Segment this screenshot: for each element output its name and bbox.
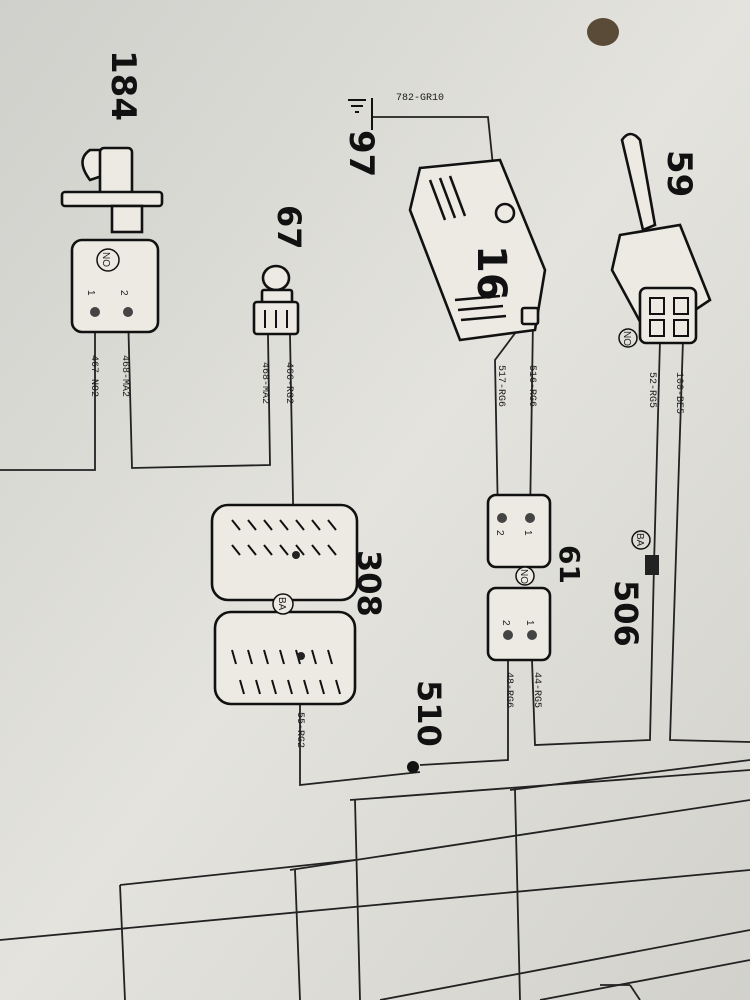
svg-text:1: 1 xyxy=(522,530,533,536)
svg-text:NO: NO xyxy=(100,252,111,267)
component-61: 2 1 2 1 NO 61 48-RG6 44-RG5 xyxy=(486,493,586,708)
wire-label-467: 467-NO2 xyxy=(88,355,99,397)
wire-label-44: 44-RG5 xyxy=(531,672,542,708)
svg-text:2: 2 xyxy=(494,530,505,536)
svg-text:NO: NO xyxy=(518,569,529,584)
wire-516 xyxy=(529,319,534,521)
connector-184 xyxy=(70,238,160,334)
svg-text:2: 2 xyxy=(500,620,511,626)
wire-label-55: 55-RG2 xyxy=(294,712,305,748)
component-506: BA 506 xyxy=(607,530,659,647)
wire-48 xyxy=(419,655,509,766)
svg-text:BA: BA xyxy=(634,533,645,547)
label-61: 61 xyxy=(553,545,586,584)
wire-label-466: 466-RG2 xyxy=(283,362,294,404)
wires xyxy=(0,116,750,1000)
svg-text:NO: NO xyxy=(621,331,632,346)
svg-text:2: 2 xyxy=(118,290,129,296)
label-97: 97 xyxy=(341,130,381,177)
connector-61-upper xyxy=(486,493,552,569)
label-506: 506 xyxy=(607,580,645,647)
label-308: 308 xyxy=(350,550,388,617)
component-97: 97 782-GR10 xyxy=(341,93,444,177)
wire-label-468b: 468-MA2 xyxy=(259,362,270,404)
wire-label-517: 517-RG6 xyxy=(495,365,506,407)
component-16: 16 517-RG6 516-RG6 xyxy=(408,158,547,407)
bolt-icon xyxy=(494,202,516,224)
component-308: BA 308 55-RG2 xyxy=(210,503,388,748)
wire-100 xyxy=(669,339,750,743)
svg-text:1: 1 xyxy=(85,290,96,296)
label-184: 184 xyxy=(103,50,143,121)
lamp-bulb-icon xyxy=(261,264,291,292)
label-67: 67 xyxy=(270,205,308,250)
svg-text:BA: BA xyxy=(276,597,287,611)
wire-label-48: 48-RG6 xyxy=(503,672,514,708)
label-16: 16 xyxy=(468,245,514,301)
switch-body-icon xyxy=(98,146,134,198)
splice-506-icon xyxy=(645,555,659,575)
switch-stem-icon xyxy=(110,204,144,234)
label-59: 59 xyxy=(659,150,699,197)
connector-59 xyxy=(638,286,698,345)
wire-468 xyxy=(127,311,271,469)
splice-510-dot xyxy=(407,761,419,773)
wire-467 xyxy=(0,312,96,471)
wire-52 xyxy=(531,339,661,746)
wire-label-782: 782-GR10 xyxy=(396,93,444,104)
punch-hole xyxy=(587,18,619,46)
ground-icon xyxy=(348,98,373,130)
component-510: 510 xyxy=(407,680,448,773)
wire-label-52: 52-RG5 xyxy=(646,372,657,408)
wire-label-100: 100-BE5 xyxy=(673,372,684,414)
component-67: 67 468-MA2 466-RG2 xyxy=(252,205,308,404)
connector-61-lower xyxy=(486,586,552,662)
wire-label-468: 468-MA2 xyxy=(119,355,130,397)
switch-flange-icon xyxy=(60,190,164,208)
lever-icon xyxy=(620,132,657,232)
component-184: 184 NO 1 2 467-NO2 468-MA2 xyxy=(60,50,164,397)
component-59: 59 NO 52-RG5 100-BE5 xyxy=(610,132,712,414)
label-510: 510 xyxy=(410,680,448,747)
connector-308-lower xyxy=(213,610,357,706)
svg-text:1: 1 xyxy=(524,620,535,626)
wire-label-516: 516-RG6 xyxy=(526,365,537,407)
